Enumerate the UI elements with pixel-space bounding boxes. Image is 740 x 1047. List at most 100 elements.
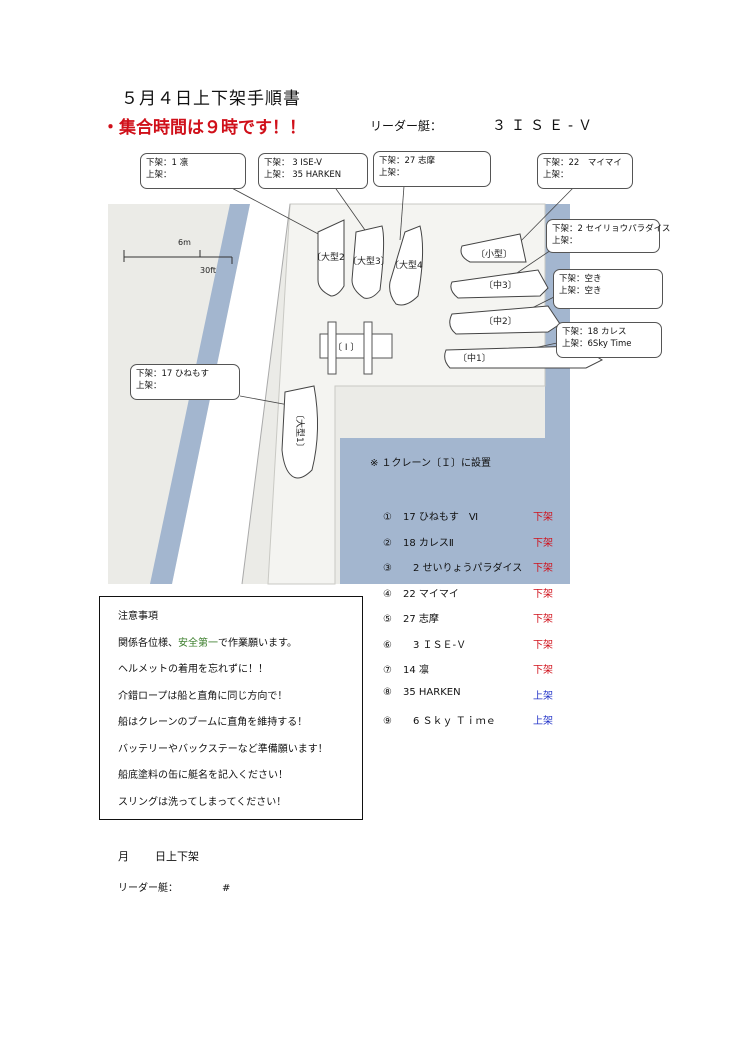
boat-label-large2: 〔大型2 [312, 251, 345, 263]
callout-up: 上架： [543, 170, 569, 180]
order-boat-name: 22 マイマイ [403, 588, 459, 600]
boat-label-large1: 〔大型1〕 [294, 410, 306, 452]
callout-down: 下架：18 カレス [562, 327, 627, 337]
boat-large-4 [389, 225, 424, 306]
crane-leg [327, 321, 337, 375]
callout-mid3: 下架：2 セイリョウパラダイス 上架： [546, 219, 671, 253]
pointer-line [399, 185, 405, 241]
notes-line-safety-post: で作業願います。 [218, 637, 297, 649]
crane-leg [363, 321, 373, 375]
callout-up: 上架：6Sky Time [562, 339, 632, 349]
callout-down: 下架：空き [559, 274, 602, 284]
order-row: ⑦ 14 凛 下架 [383, 661, 553, 676]
callout-down: 下架：2 セイリョウパラダイス [552, 224, 671, 234]
notes-line-safety: 関係各位様、安全第一で作業願います。 [118, 634, 362, 661]
order-row: ① 17 ひねもす Ⅵ 下架 [383, 508, 553, 523]
notes-line: 船はクレーンのブームに直角を維持する！ [118, 717, 308, 728]
notes-line: スリングは洗ってしまってください！ [118, 796, 287, 808]
boat-small [460, 233, 527, 263]
order-row: ⑨ 6 Ｓｋｙ Ｔｉｍｅ 上架 [383, 712, 553, 727]
footer-date: 月 日上下架 [118, 848, 199, 864]
callout-down: 下架：17 ひねもす [136, 369, 210, 379]
callout-down: 下架：22 マイマイ [543, 158, 622, 168]
order-boat-name: 35 HARKEN [403, 686, 461, 698]
footer-leader-value: # [222, 883, 231, 894]
callout-mid1: 下架：18 カレス 上架：6Sky Time [556, 322, 662, 358]
notes-safety-emphasis: 安全第一 [178, 637, 218, 649]
footer-month: 月 [118, 850, 129, 863]
pointer-line [511, 185, 576, 251]
order-boat-name: 2 せいりょうパラダイス [403, 563, 523, 574]
order-number: ⑧ [383, 686, 392, 698]
notes-heading: 注意事項 [118, 611, 158, 622]
callout-down: 下架：27 志摩 [379, 156, 436, 166]
scale-distance-label: 6m [178, 238, 191, 247]
boat-large-2 [317, 219, 345, 297]
page-title: ５月４日上下架手順書 [121, 89, 301, 109]
order-operation: 下架 [533, 563, 553, 574]
boat-label-large3: 〔大型3〕 [348, 255, 390, 267]
notes-line-safety-pre: 関係各位様、 [118, 637, 178, 649]
boat-label-mid1: 〔中1〕 [458, 352, 491, 364]
order-row: ② 18 カレスⅡ 下架 [383, 534, 553, 549]
notes-line: 船底塗料の缶に艇名を記入ください！ [118, 770, 288, 781]
order-operation: 下架 [533, 665, 553, 676]
order-boat-name: 17 ひねもす Ⅵ [403, 512, 479, 523]
map-quay [267, 203, 546, 585]
order-operation: 下架 [533, 614, 553, 625]
order-number: ⑤ [383, 614, 392, 625]
order-boat-name: 27 志摩 [403, 614, 439, 625]
order-operation: 下架 [533, 512, 553, 523]
callout-up: 上架： [379, 168, 405, 178]
notes-line: ヘルメットの着用を忘れずに！！ [118, 664, 268, 675]
order-boat-name: 6 Ｓｋｙ Ｔｉｍｅ [403, 716, 496, 727]
order-row: ⑧ 35 HARKEN 上架 [383, 686, 553, 702]
order-number: ② [383, 537, 392, 549]
callout-down: 下架： 3 ISE-V [264, 158, 322, 168]
order-number: ③ [383, 563, 392, 574]
boat-large-3 [351, 225, 385, 299]
order-number: ① [383, 512, 392, 523]
notes-line: バッテリーやバックステーなど準備願います！ [118, 743, 328, 755]
order-operation: 上架 [533, 716, 553, 727]
footer-leader: リーダー艇： # [118, 879, 230, 894]
order-row: ⑤ 27 志摩 下架 [383, 610, 553, 625]
crane-note: ※ １クレーン〔Ｉ〕に設置 [370, 458, 492, 469]
callout-large4: 下架：27 志摩 上架： [373, 151, 491, 187]
order-number: ④ [383, 588, 392, 600]
order-boat-name: 18 カレスⅡ [403, 537, 454, 549]
callout-up: 上架： 35 HARKEN [264, 170, 342, 180]
order-operation: 下架 [533, 537, 553, 549]
order-number: ⑨ [383, 716, 392, 727]
callout-up: 上架：空き [559, 286, 602, 296]
footer-leader-label: リーダー艇： [118, 883, 178, 894]
callout-mid2: 下架：空き 上架：空き [553, 269, 663, 309]
notes-box: 注意事項 関係各位様、安全第一で作業願います。 ヘルメットの着用を忘れずに！！ … [99, 596, 363, 820]
crane-label: 〔 I 〕 [333, 342, 359, 353]
order-number: ⑥ [383, 639, 392, 651]
callout-down: 下架：1 凛 [146, 158, 189, 168]
leader-boat-label: リーダー艇： [370, 119, 443, 133]
boat-label-small: 〔小型〕 [476, 249, 512, 260]
boat-label-mid3: 〔中3〕 [484, 279, 517, 291]
callout-small: 下架：22 マイマイ 上架： [537, 153, 633, 189]
callout-large3: 下架： 3 ISE-V 上架： 35 HARKEN [258, 153, 368, 189]
notes-line: 介錯ロープは船と直角に同じ方向で！ [118, 690, 288, 702]
order-number: ⑦ [383, 665, 392, 676]
boat-label-large4: 〔大型4 [390, 259, 423, 271]
pointer-line [227, 185, 323, 237]
callout-large1: 下架：17 ひねもす 上架： [130, 364, 240, 400]
map-road-edge [241, 203, 291, 585]
order-row: ③ 2 せいりょうパラダイス下架 [383, 559, 553, 574]
boat-mid-3 [450, 269, 549, 299]
boat-large-1 [281, 385, 319, 479]
order-boat-name: 14 凛 [403, 665, 429, 676]
assembly-time-notice: ・集合時間は９時です！！ [102, 118, 306, 138]
leader-boat-value: ３ＩＳＥ-Ｖ [492, 118, 598, 134]
order-operation: 上架 [533, 690, 553, 702]
footer-date-rest: 日上下架 [155, 850, 199, 863]
callout-up: 上架： [136, 381, 162, 391]
boat-label-mid2: 〔中2〕 [484, 315, 517, 327]
